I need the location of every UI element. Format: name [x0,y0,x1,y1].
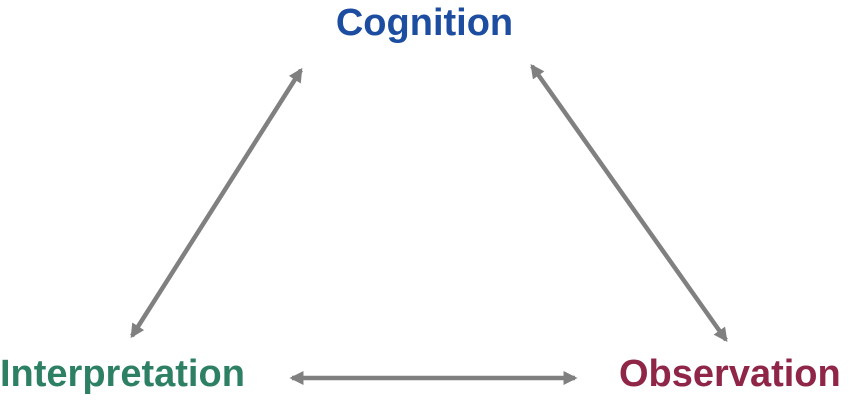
node-label-cognition: Cognition [335,2,514,44]
edge-interpretation-cognition [130,67,303,339]
edge-cognition-observation [530,63,728,343]
node-label-interpretation: Interpretation [0,353,245,395]
node-label-observation: Observation [619,353,841,395]
